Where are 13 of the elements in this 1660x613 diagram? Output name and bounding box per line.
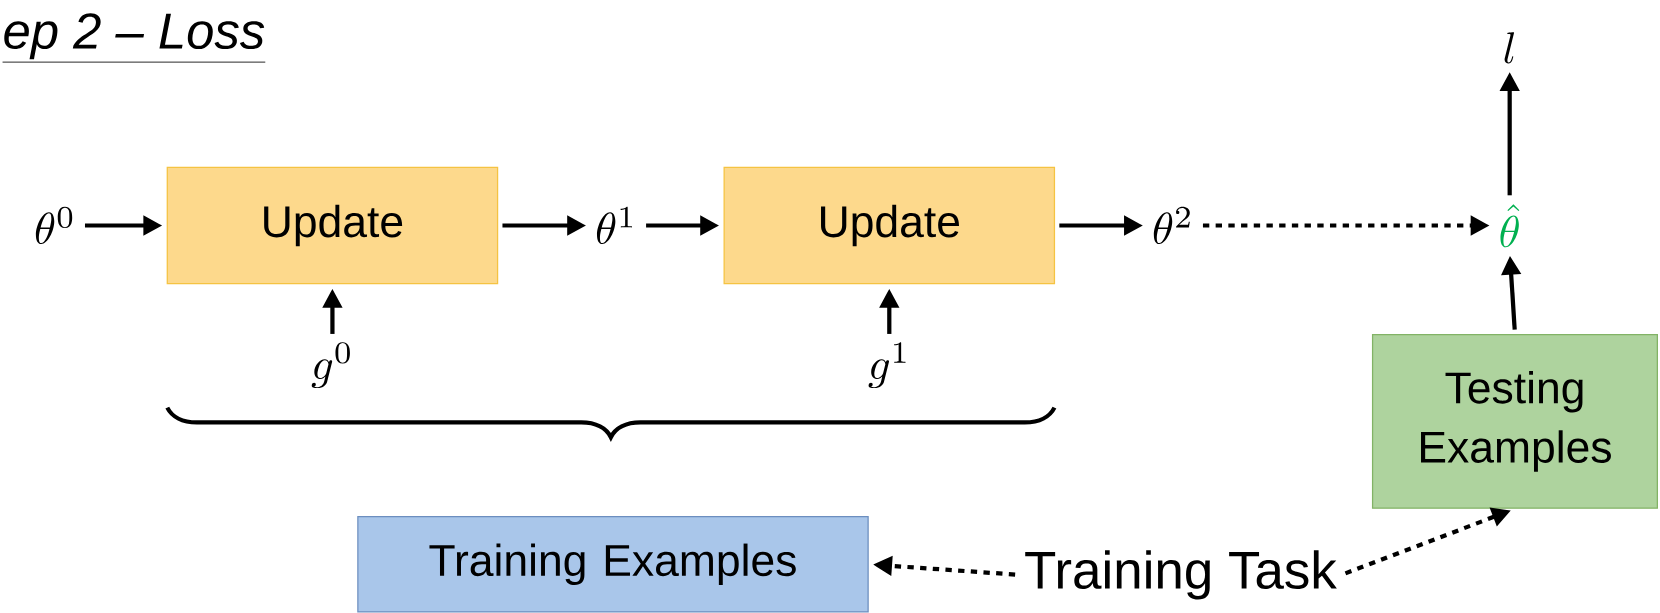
task-label: Training Task (1025, 550, 1337, 600)
math-symbol: $\theta^{0}$ (35, 206, 73, 245)
math-symbol: $\hat{\theta}$ (1500, 204, 1520, 248)
math-symbol: $\theta^{2}$ (1153, 206, 1190, 245)
math-symbol: $\theta^{1}$ (597, 206, 632, 245)
process-box: Update (723, 166, 1056, 285)
title: ep 2 – Loss (2, 13, 266, 63)
process-box: Update (166, 166, 499, 285)
math-symbol: $g^{1}$ (868, 342, 906, 389)
math-symbol: $g^{0}$ (311, 342, 350, 389)
math-symbol: $l$ (1504, 32, 1515, 64)
process-box: Training Examples (357, 516, 869, 613)
process-box: Testing Examples (1371, 333, 1658, 509)
